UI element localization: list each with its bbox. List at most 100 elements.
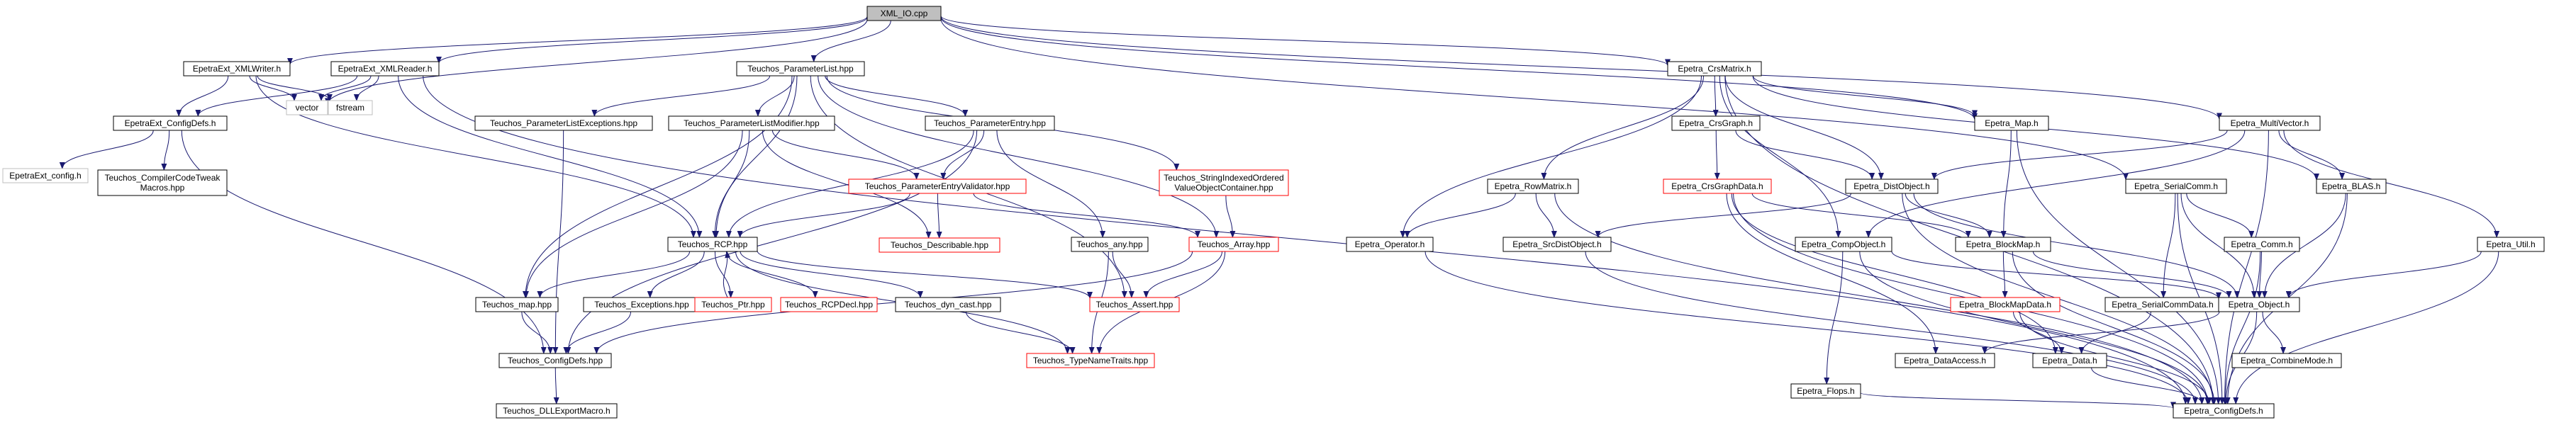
node-emap[interactable]: Epetra_Map.h: [1974, 115, 2049, 131]
node-rowmatrix[interactable]: Epetra_RowMatrix.h: [1487, 178, 1579, 194]
edge-strindexed-to-array: [1225, 195, 1236, 238]
node-crsgraphdata[interactable]: Epetra_CrsGraphData.h: [1663, 178, 1772, 194]
node-map[interactable]: Teuchos_map.hpp: [475, 297, 559, 312]
node-strindexed[interactable]: Teuchos_StringIndexedOrderedValueObjectC…: [1159, 169, 1289, 196]
node-comm[interactable]: Epetra_Comm.h: [2224, 237, 2300, 252]
edge-crsgraphdata-to-data: [1731, 193, 2058, 354]
node-label: EpetraExt_XMLWriter.h: [193, 64, 281, 74]
edge-xml-io-to-serialcomm: [940, 18, 2129, 181]
node-combinemode[interactable]: Epetra_CombineMode.h: [2231, 353, 2342, 368]
node-distobject[interactable]: Epetra_DistObject.h: [1845, 178, 1939, 194]
edge-xmlreader-to-fstream: [353, 75, 379, 101]
edge-serialcomm-to-comm: [2186, 193, 2255, 238]
node-assert[interactable]: Teuchos_Assert.hpp: [1089, 297, 1180, 312]
edge-xml-io-to-vector: [325, 19, 868, 106]
node-label: Teuchos_ConfigDefs.hpp: [508, 356, 603, 366]
node-xml-io[interactable]: XML_IO.cpp: [866, 6, 942, 21]
node-box: [866, 6, 942, 21]
node-exceptions[interactable]: Teuchos_Exceptions.hpp: [583, 297, 701, 312]
node-srcdist[interactable]: Epetra_SrcDistObject.h: [1502, 237, 1612, 252]
edge-compobject-to-epetra-configdefs: [1859, 251, 2211, 404]
node-box: [2231, 353, 2342, 368]
node-crsgraph[interactable]: Epetra_CrsGraph.h: [1671, 115, 1761, 131]
node-box: [668, 115, 835, 131]
edge-srcdist-to-epetra-configdefs: [1585, 251, 2198, 404]
node-fstream[interactable]: fstream: [328, 100, 373, 115]
node-paramentry[interactable]: Teuchos_ParameterEntry.hpp: [925, 115, 1055, 131]
node-box: [1346, 237, 1434, 252]
node-ext-configdefs[interactable]: EpetraExt_ConfigDefs.h: [113, 115, 228, 131]
node-box: [1667, 61, 1762, 76]
edge-multivector-to-distobject: [1931, 130, 2228, 180]
node-label: Teuchos_Describable.hpp: [891, 240, 988, 250]
node-box: [97, 169, 228, 196]
node-label: Epetra_SerialCommData.h: [2112, 300, 2213, 310]
node-crsmatrix[interactable]: Epetra_CrsMatrix.h: [1667, 61, 1762, 76]
node-dataaccess[interactable]: Epetra_DataAccess.h: [1895, 353, 1995, 368]
node-box: [1663, 178, 1772, 194]
node-paramlistexc[interactable]: Teuchos_ParameterListExceptions.hpp: [474, 115, 653, 131]
edge-blockmapdata-to-data: [2013, 311, 2065, 354]
node-label: Teuchos_Assert.hpp: [1096, 300, 1173, 310]
node-array[interactable]: Teuchos_Array.hpp: [1188, 237, 1279, 252]
node-label: Epetra_DistObject.h: [1853, 181, 1929, 191]
node-label: Teuchos_RCPDecl.hpp: [785, 300, 873, 310]
node-rcpdecl[interactable]: Teuchos_RCPDecl.hpp: [780, 297, 878, 312]
edge-blockmapdata-to-epetra-configdefs: [2019, 311, 2212, 404]
node-label: Teuchos_CompilerCodeTweak: [105, 173, 221, 183]
node-xmlwriter[interactable]: EpetraExt_XMLWriter.h: [183, 61, 291, 76]
node-any[interactable]: Teuchos_any.hpp: [1071, 237, 1149, 252]
edge-xml-io-to-paramlist: [810, 20, 891, 62]
node-dllexport[interactable]: Teuchos_DLLExportMacro.h: [496, 403, 618, 419]
node-describable[interactable]: Teuchos_Describable.hpp: [879, 237, 1000, 253]
node-operator[interactable]: Epetra_Operator.h: [1346, 237, 1434, 252]
node-flops[interactable]: Epetra_Flops.h: [1790, 383, 1861, 399]
edge-xmlreader-to-epetra-configdefs: [423, 75, 2189, 404]
node-rcp[interactable]: Teuchos_RCP.hpp: [667, 237, 758, 252]
node-ptr[interactable]: Teuchos_Ptr.hpp: [694, 297, 772, 312]
edge-entryvalidator-to-describable: [936, 193, 942, 239]
edge-xmlreader-to-ext-configdefs: [195, 75, 358, 117]
node-label: EpetraExt_XMLReader.h: [338, 64, 433, 74]
edge-xmlwriter-to-ext-configdefs: [176, 75, 229, 117]
node-blockmapdata[interactable]: Epetra_BlockMapData.h: [1950, 297, 2061, 312]
node-compobject[interactable]: Epetra_CompObject.h: [1795, 237, 1892, 252]
node-label: EpetraExt_ConfigDefs.h: [125, 118, 216, 128]
node-label: Epetra_BlockMap.h: [1966, 239, 2041, 249]
node-data[interactable]: Epetra_Data.h: [2032, 353, 2107, 368]
edge-rcp-to-rcpdecl: [725, 251, 818, 298]
node-paramlistmod[interactable]: Teuchos_ParameterListModifier.hpp: [668, 115, 835, 131]
node-typenametraits[interactable]: Teuchos_TypeNameTraits.hpp: [1026, 353, 1155, 368]
node-box: [780, 297, 878, 312]
node-serialcomm[interactable]: Epetra_SerialComm.h: [2125, 178, 2227, 194]
edge-rcp-to-dyncast: [740, 251, 923, 298]
node-teuchos-configdefs[interactable]: Teuchos_ConfigDefs.hpp: [498, 353, 612, 368]
node-dyncast[interactable]: Teuchos_dyn_cast.hpp: [895, 297, 1001, 312]
node-ext-config[interactable]: EpetraExt_config.h: [2, 168, 89, 183]
edge-paramlistmod-to-describable: [762, 130, 932, 239]
edge-paramlist-to-paramentry: [825, 75, 969, 117]
node-blockmap[interactable]: Epetra_BlockMap.h: [1955, 237, 2051, 252]
node-label: vector: [296, 103, 319, 113]
node-blas[interactable]: Epetra_BLAS.h: [2316, 178, 2387, 194]
edge-paramentry-to-any: [996, 130, 1106, 238]
node-object[interactable]: Epetra_Object.h: [2218, 297, 2300, 312]
node-vector[interactable]: vector: [286, 100, 328, 115]
node-paramlist[interactable]: Teuchos_ParameterList.hpp: [736, 61, 865, 76]
edge-ext-configdefs-to-compilertweak: [161, 130, 170, 171]
node-box: [2125, 178, 2227, 194]
node-epetra-configdefs[interactable]: Epetra_ConfigDefs.h: [2173, 403, 2275, 419]
edge-data-to-epetra-configdefs: [2091, 367, 2205, 404]
node-xmlreader[interactable]: EpetraExt_XMLReader.h: [330, 61, 440, 76]
node-entryvalidator[interactable]: Teuchos_ParameterEntryValidator.hpp: [848, 178, 1027, 194]
node-box: [1188, 237, 1279, 252]
node-util[interactable]: Epetra_Util.h: [2477, 237, 2545, 252]
node-box: [2219, 115, 2321, 131]
edge-dyncast-to-typenametraits: [965, 311, 1076, 354]
edge-multivector-to-compobject: [1866, 130, 2246, 238]
node-multivector[interactable]: Epetra_MultiVector.h: [2219, 115, 2321, 131]
node-box: [330, 61, 440, 76]
edge-paramlistmod-to-entryvalidator: [771, 130, 920, 180]
node-serialcommdata[interactable]: Epetra_SerialCommData.h: [2104, 297, 2221, 312]
